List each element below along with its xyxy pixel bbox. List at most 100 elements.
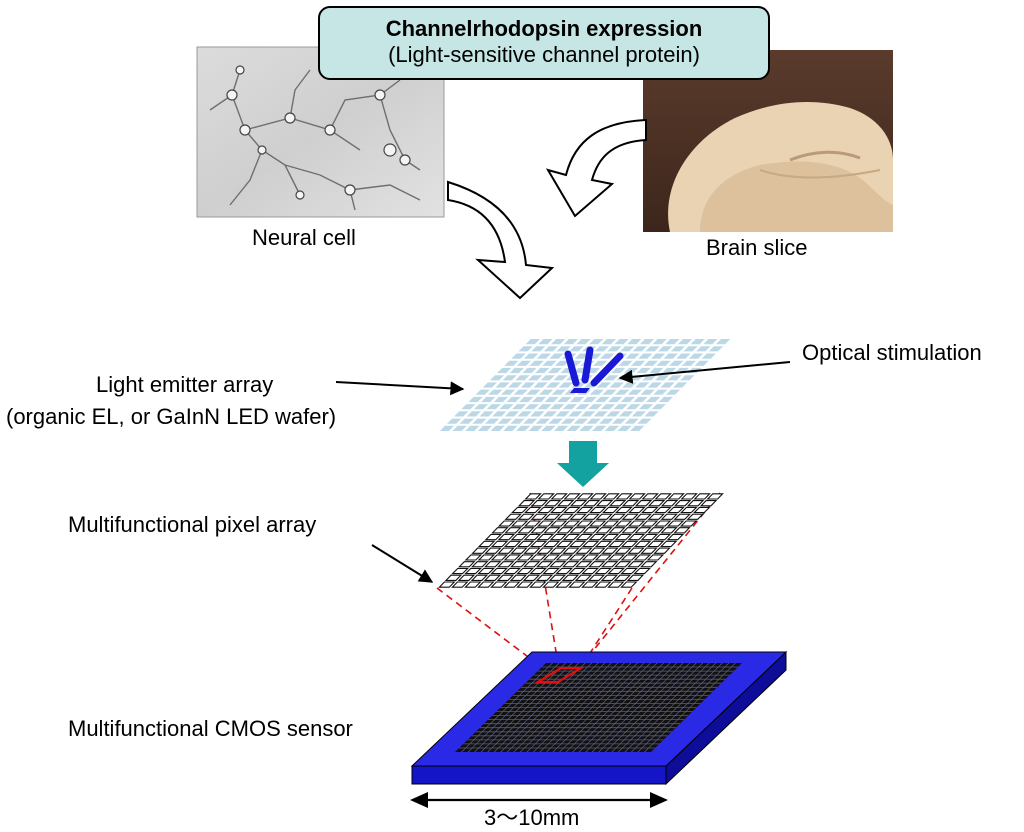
emitter-cell bbox=[492, 411, 507, 417]
pixel-cell bbox=[653, 533, 672, 541]
pixel-cell bbox=[537, 506, 555, 514]
zoom-target-region bbox=[534, 666, 585, 684]
emitter-cell bbox=[631, 411, 646, 417]
pixel-cell bbox=[627, 520, 646, 527]
pixel-cell bbox=[535, 561, 554, 568]
emitter-cell bbox=[502, 375, 517, 381]
sensor-grid-line bbox=[493, 662, 586, 753]
emitter-cell bbox=[715, 339, 731, 345]
emitter-cell bbox=[553, 375, 568, 381]
sensor-grid-line bbox=[637, 662, 730, 753]
emitter-cell bbox=[519, 396, 534, 403]
emitter-cell bbox=[446, 418, 462, 424]
pixel-cell bbox=[529, 540, 548, 548]
pixel-cell bbox=[477, 554, 496, 561]
pixel-cell bbox=[503, 581, 521, 588]
pixel-cell bbox=[646, 540, 665, 548]
pixel-cell bbox=[633, 567, 651, 575]
sensor-grid-line bbox=[539, 662, 632, 753]
pixel-cell bbox=[582, 513, 601, 520]
pixel-cell bbox=[523, 533, 542, 541]
pixel-cell bbox=[543, 527, 561, 534]
pixel-cell bbox=[646, 554, 665, 561]
emitter-cell bbox=[535, 418, 550, 424]
pixel-cell bbox=[438, 581, 456, 588]
emitter-cell bbox=[536, 353, 551, 359]
pixel-cell bbox=[464, 554, 483, 561]
emitter-cell bbox=[547, 367, 562, 374]
emitter-cell bbox=[504, 360, 519, 366]
pixel-cell bbox=[549, 547, 567, 554]
emitter-cell bbox=[607, 346, 622, 352]
pixel-cell bbox=[641, 493, 659, 500]
pixel-cell bbox=[511, 506, 529, 514]
emitter-cell bbox=[479, 411, 494, 417]
pixel-cell bbox=[602, 493, 620, 500]
pixel-cell bbox=[640, 547, 658, 554]
emitter-cell bbox=[465, 425, 480, 431]
emitter-cell bbox=[606, 411, 621, 417]
pixel-cell bbox=[516, 581, 534, 588]
pixel-cell bbox=[542, 567, 560, 575]
emitter-cell bbox=[627, 389, 643, 395]
emitter-cell bbox=[508, 382, 523, 388]
pixel-cell bbox=[607, 567, 625, 575]
pixel-cell bbox=[555, 581, 573, 588]
pixel-cell bbox=[497, 520, 516, 527]
pixel-cell bbox=[673, 513, 692, 520]
pixel-cell bbox=[568, 581, 586, 588]
emitter-cell bbox=[569, 396, 585, 403]
multifunctional-pixel-array bbox=[438, 493, 724, 588]
pixel-cell bbox=[523, 520, 542, 527]
emitter-cell bbox=[511, 353, 526, 359]
emitter-cell bbox=[627, 339, 642, 345]
sensor-grid-line bbox=[520, 662, 612, 753]
pixel-cell bbox=[660, 527, 678, 534]
pixel-cell bbox=[530, 500, 549, 507]
emitter-cell bbox=[663, 353, 678, 359]
sensor-grid-line bbox=[507, 662, 599, 753]
emitter-cell bbox=[490, 425, 505, 431]
sensor-grid-line bbox=[591, 662, 684, 753]
pixel-cell bbox=[542, 581, 560, 588]
pixel-cell bbox=[615, 493, 633, 500]
emitter-cell bbox=[614, 339, 629, 345]
pixel-cell bbox=[530, 527, 548, 534]
pixel-cell bbox=[600, 574, 619, 581]
pixel-cell bbox=[633, 540, 652, 548]
emitter-cell bbox=[533, 382, 548, 388]
emitter-cell bbox=[461, 404, 476, 410]
emitter-cell bbox=[525, 339, 540, 345]
emitter-cell bbox=[539, 389, 554, 395]
pixel-cell bbox=[588, 520, 607, 527]
emitter-cell bbox=[582, 396, 597, 403]
pixel-cell bbox=[626, 574, 645, 581]
pixel-cell bbox=[497, 547, 515, 554]
pixel-cell bbox=[510, 520, 529, 527]
emitter-cell bbox=[588, 404, 603, 410]
pixel-cell bbox=[522, 574, 541, 581]
emitter-cell bbox=[604, 425, 619, 431]
curved-arrow-from-neural-cell bbox=[447, 180, 555, 300]
dimension-arrow bbox=[410, 792, 668, 808]
pixel-cell bbox=[543, 500, 562, 507]
emitter-cell bbox=[549, 353, 564, 359]
pixel-cell bbox=[653, 520, 672, 527]
pixel-cell bbox=[503, 567, 521, 575]
emitter-cell bbox=[503, 425, 518, 431]
sensor-grid-line bbox=[611, 662, 704, 753]
emitter-cell bbox=[622, 382, 637, 388]
pixel-cell bbox=[451, 581, 469, 588]
emitter-cell bbox=[690, 339, 705, 345]
pixel-cell bbox=[582, 500, 601, 507]
emitter-cell bbox=[681, 360, 697, 366]
pixel-cell bbox=[490, 581, 508, 588]
light-emitter-array bbox=[439, 339, 731, 431]
emitter-cell bbox=[551, 389, 566, 395]
emitter-cell bbox=[658, 346, 673, 352]
pixel-cell bbox=[608, 527, 626, 534]
emitter-cell bbox=[609, 382, 624, 388]
emitter-cell bbox=[625, 353, 640, 359]
curved-arrow-from-brain-slice bbox=[545, 118, 647, 218]
pixel-cell bbox=[542, 540, 561, 548]
